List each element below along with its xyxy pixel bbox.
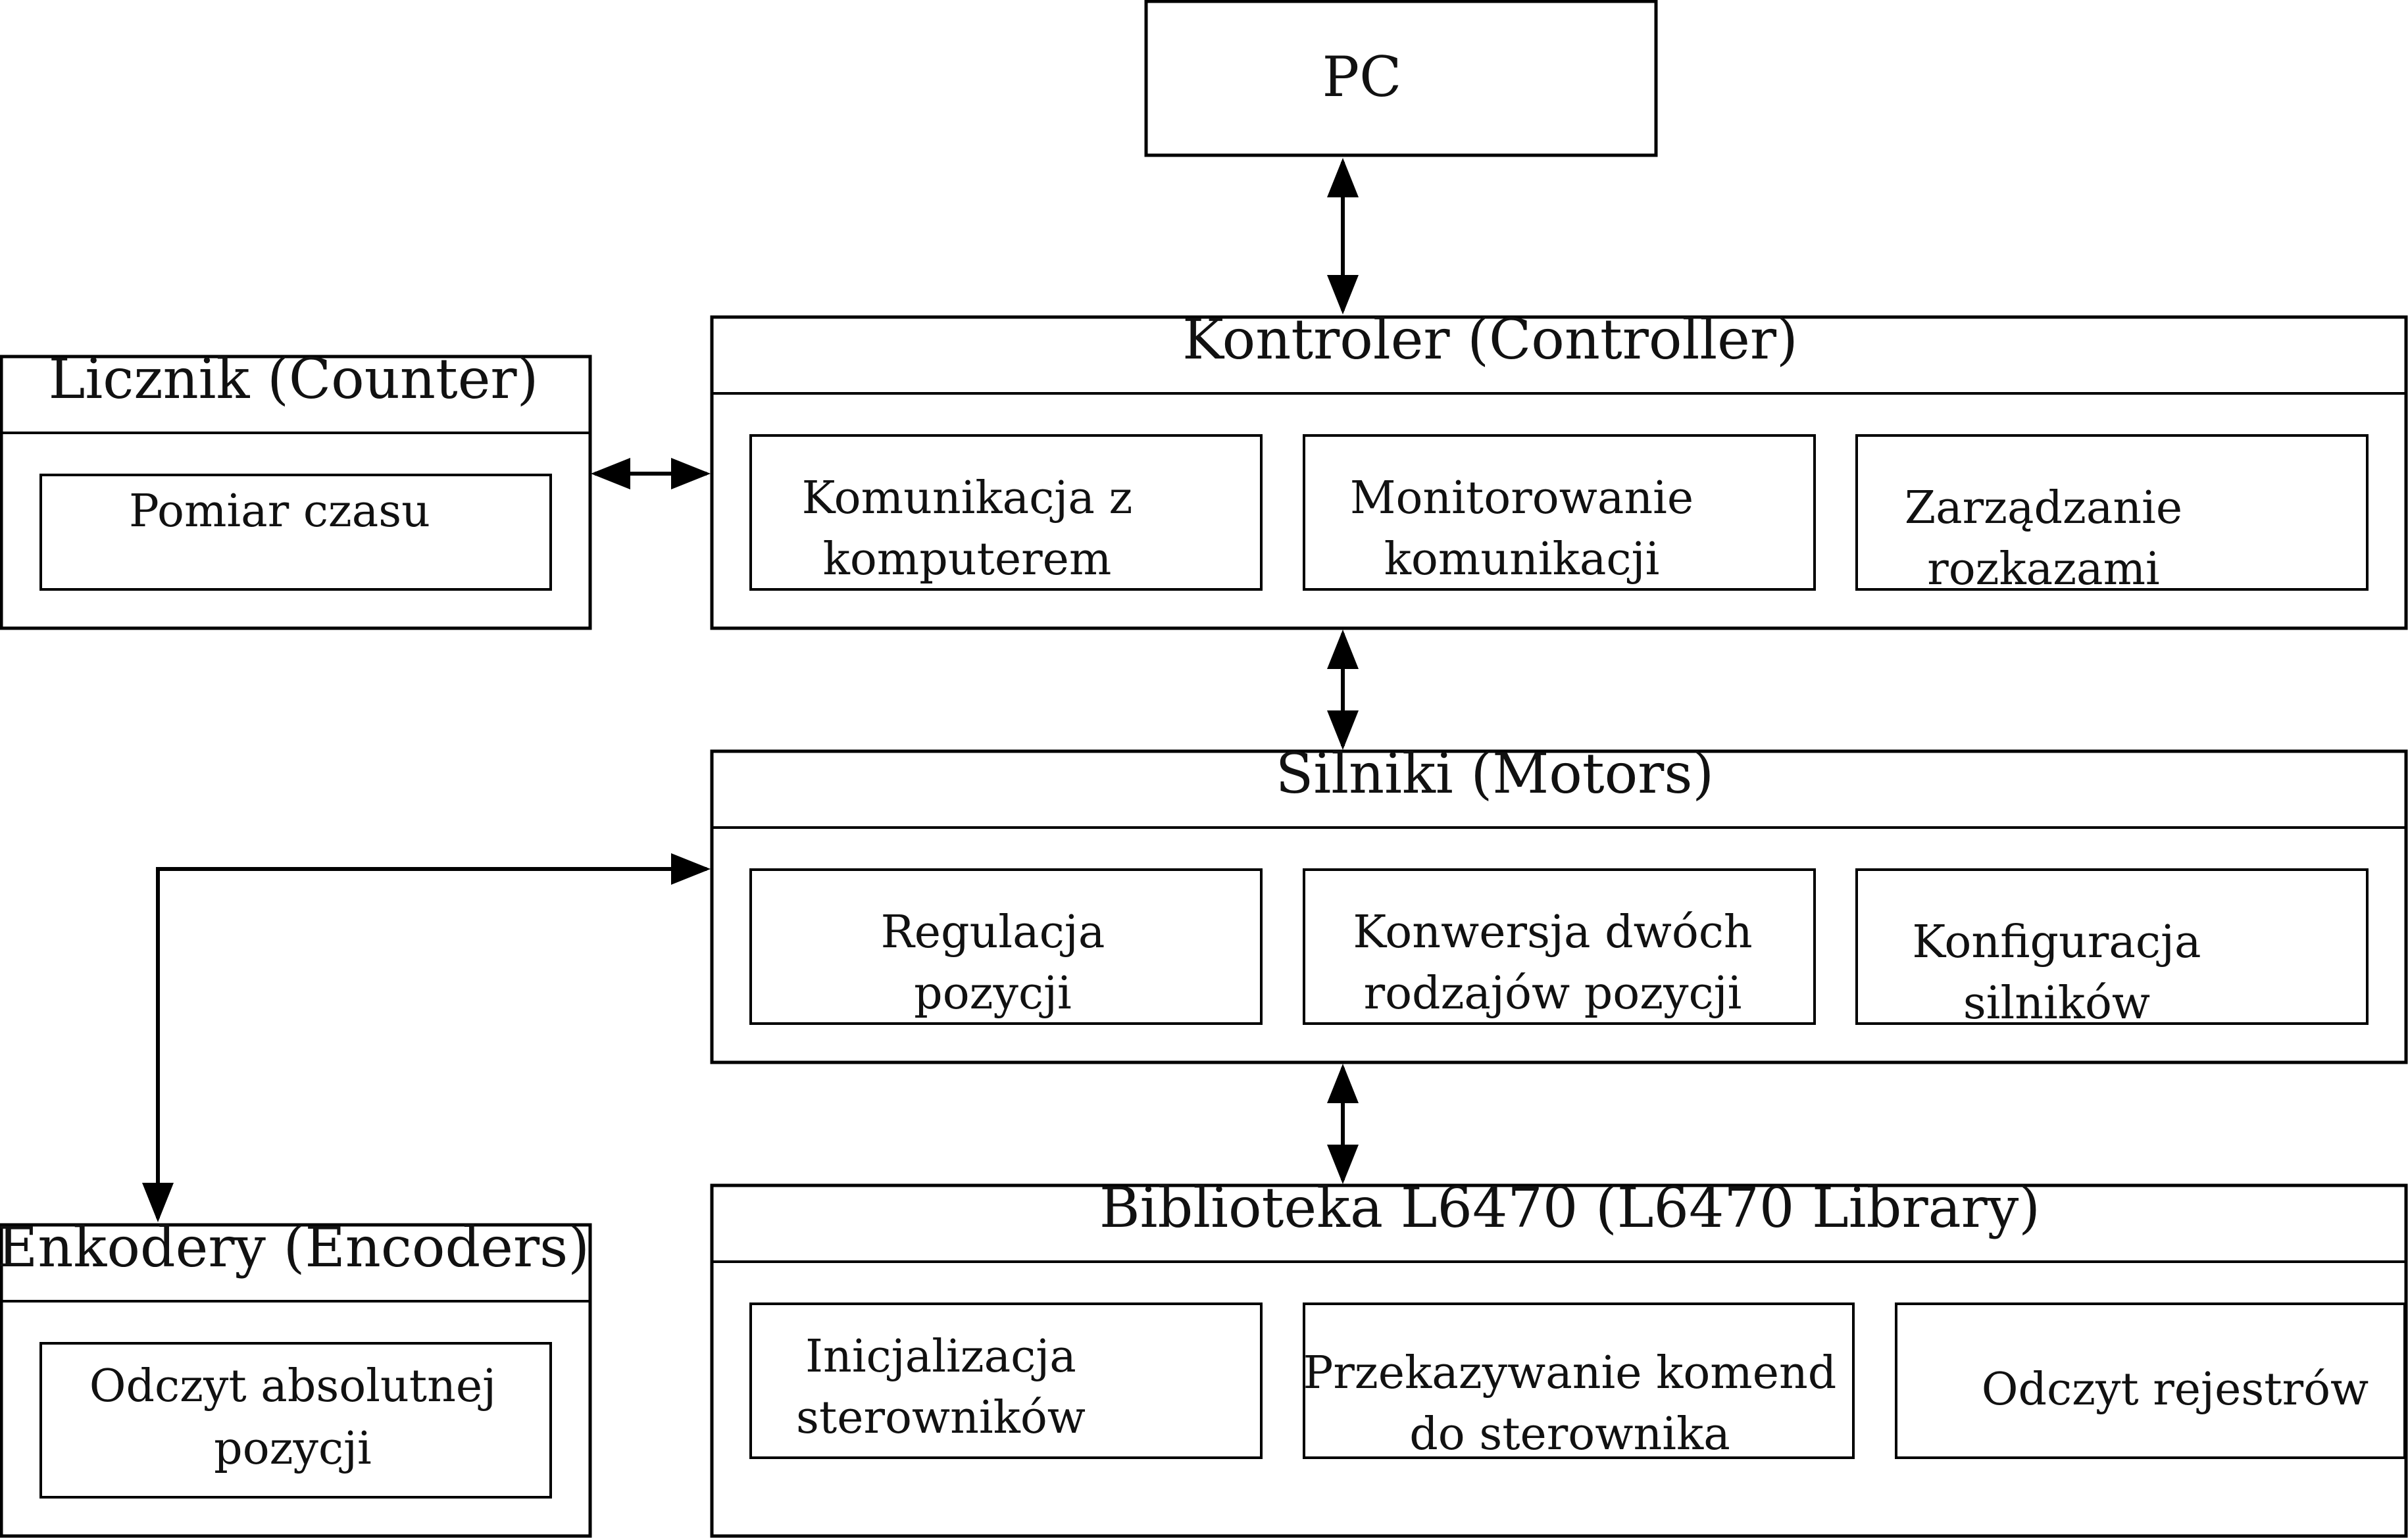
motors-item-line: Regulacja [881,906,1105,958]
controller-item-line: komunikacji [1384,533,1660,585]
library-item-line: Odczyt rejestrów [1982,1364,2369,1416]
encoders-title: Enkodery (Encoders) [0,1215,589,1279]
motors-item-motor-configuration: Konfiguracja silników [1855,868,2369,1029]
library-item-command-forwarding: Przekazywanie komend do sterownika [1303,1302,1855,1460]
encoders-group: Enkodery (Encoders) Odczyt absolutnej po… [0,1215,592,1538]
motors-item-position-conversion: Konwersja dwóch rodzajów pozycji [1303,868,1816,1025]
motors-group: Silniki (Motors) Regulacja pozycji Konwe… [710,741,2408,1064]
library-item-line: sterowników [796,1392,1086,1444]
library-item-line: Inicjalizacja [805,1331,1076,1383]
motors-title: Silniki (Motors) [1276,741,1714,806]
pc-label: PC [1322,45,1402,109]
motors-item-line: Konfiguracja [1912,916,2201,968]
library-item-driver-initialization: Inicjalizacja sterowników [749,1302,1263,1459]
controller-item-command-management: Zarządzanie rozkazami [1855,434,2369,595]
pc-node: PC [1144,0,1658,157]
library-item-line: Przekazywanie komend [1303,1347,1837,1399]
counter-item-time-measurement: Pomiar czasu [39,474,552,591]
controller-item-line: rozkazami [1927,543,2160,595]
controller-item-line: Komunikacja z [802,472,1133,524]
motors-item-line: silników [1963,978,2150,1029]
counter-title: Licznik (Counter) [49,347,539,411]
encoders-item-line: pozycji [214,1423,372,1475]
counter-group: Licznik (Counter) Pomiar czasu [0,347,592,630]
motors-item-line: rodzajów pozycji [1364,968,1742,1020]
motors-encoders-arrow [142,853,711,1222]
controller-item-communication-monitoring: Monitorowanie komunikacji [1303,434,1816,591]
encoders-item-line: Odczyt absolutnej [89,1360,496,1412]
controller-title: Kontroler (Controller) [1182,307,1798,372]
motors-item-line: Konwersja dwóch [1353,906,1752,958]
controller-item-line: komputerem [823,533,1112,585]
motors-item-line: pozycji [914,968,1072,1020]
motors-item-position-regulation: Regulacja pozycji [749,868,1263,1025]
controller-item-pc-communication: Komunikacja z komputerem [749,434,1263,591]
library-item-line: do sterownika [1409,1408,1730,1460]
counter-item-line: Pomiar czasu [129,485,430,537]
controller-item-line: Monitorowanie [1350,472,1693,524]
encoders-item-absolute-position: Odczyt absolutnej pozycji [39,1342,552,1499]
library-item-register-reading: Odczyt rejestrów [1895,1302,2406,1459]
library-group: Biblioteka L6470 (L6470 Library) Inicjal… [710,1176,2408,1538]
controller-item-line: Zarządzanie [1905,482,2182,534]
controller-group: Kontroler (Controller) Komunikacja z kom… [710,307,2408,630]
library-title: Biblioteka L6470 (L6470 Library) [1099,1176,2040,1240]
